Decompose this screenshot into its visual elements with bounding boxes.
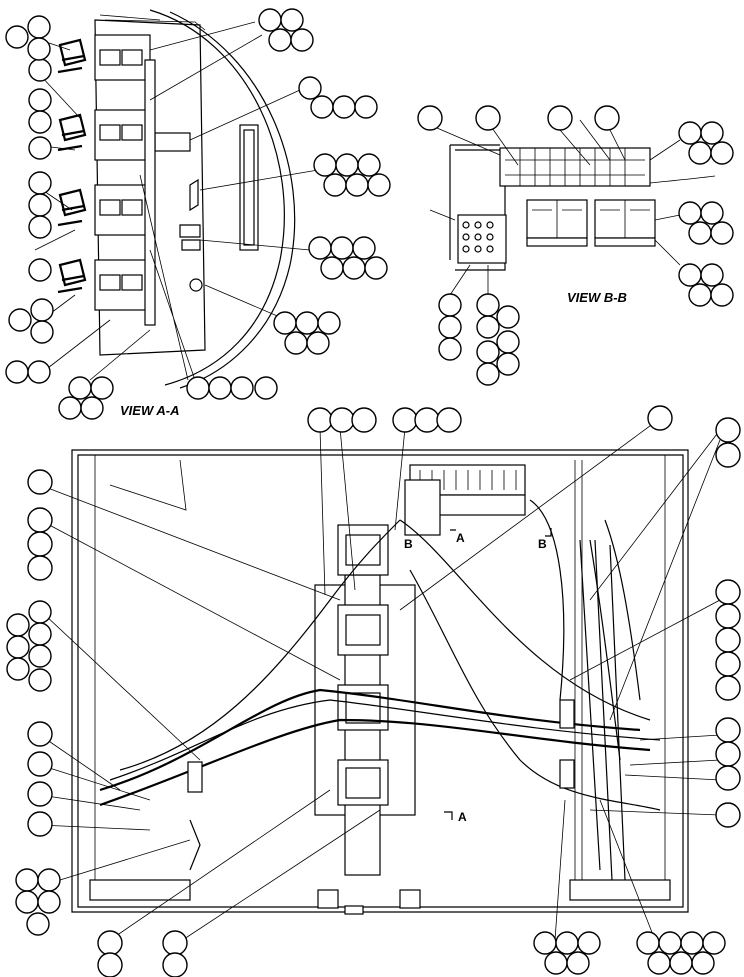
section-a-top: A bbox=[456, 531, 465, 545]
relay-stack-a bbox=[94, 34, 156, 326]
relay-stack-main bbox=[337, 524, 389, 806]
main-view-panel: B A B A bbox=[6, 405, 741, 977]
section-a-bottom: A bbox=[458, 810, 467, 824]
view-b-b-panel: VIEW B-B bbox=[417, 105, 734, 386]
view-a-a-panel: VIEW A-A bbox=[5, 8, 391, 420]
view-a-a-label: VIEW A-A bbox=[120, 403, 179, 418]
terminal-grid-b bbox=[462, 221, 494, 253]
view-b-b-label: VIEW B-B bbox=[567, 290, 627, 305]
section-b-left: B bbox=[404, 537, 413, 551]
connector-clusters bbox=[57, 38, 87, 294]
section-b-right: B bbox=[538, 537, 547, 551]
